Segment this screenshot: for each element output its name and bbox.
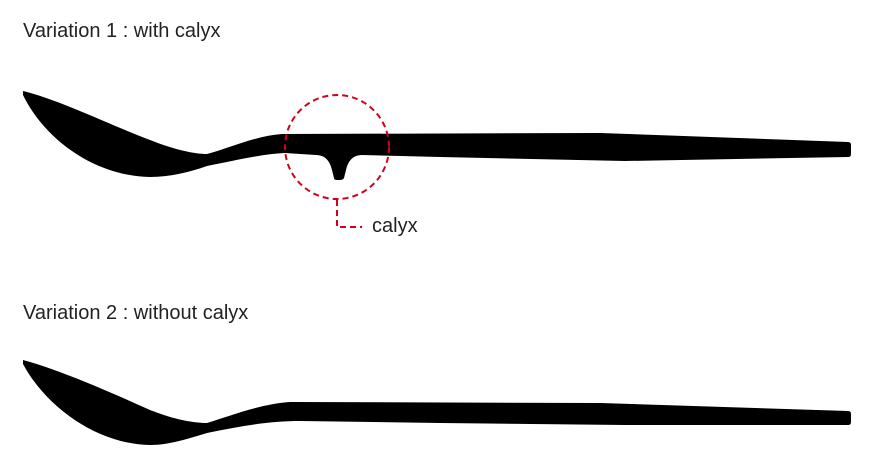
variation-2-title: Variation 2 : without calyx	[23, 302, 249, 324]
calyx-highlight-circle	[284, 94, 390, 200]
spoon-without-calyx-icon	[23, 360, 851, 445]
spoon-with-calyx-icon	[23, 91, 851, 180]
calyx-leader-line	[336, 200, 362, 228]
variation-1-title: Variation 1 : with calyx	[23, 20, 221, 42]
calyx-label: calyx	[372, 215, 418, 237]
calyx-callout	[284, 94, 390, 228]
